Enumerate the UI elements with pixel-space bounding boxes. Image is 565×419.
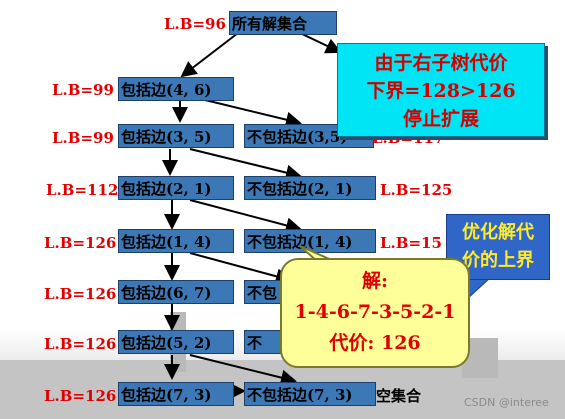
optimal-bound-callout: 优化解代 价的上界 [446,214,550,280]
level2-include-node: 包括边(3, 5) [118,124,234,148]
solution-cost: 代价: 126 [329,332,421,354]
level4-include-node: 包括边(1, 4) [118,229,234,253]
edge-root-right [299,32,342,54]
level2-exclude-node: 不包括边(3,5) [244,124,374,148]
level4-lower-bound: L.B=126 [44,234,117,252]
edge-l3-right [189,199,302,234]
level3-include-node: 包括边(2, 1) [118,176,234,200]
right-subtree-callout: 由于右子树代价 下界=128>126 停止扩展 [337,43,545,137]
edge-l1-right [204,99,302,128]
callout-line: 由于右子树代价 [374,52,508,74]
watermark: CSDN @interee [464,396,549,409]
level7-exclude-node: 不包括边(7, 3) [244,382,376,406]
level3-lower-bound: L.B=112 [46,181,119,199]
level6-lower-bound: L.B=126 [44,335,117,353]
root-lower-bound: L.B=96 [164,15,226,33]
solution-callout: 解: 1-4-6-7-3-5-2-1 代价: 126 [280,258,470,368]
level3-exclude-node: 不包括边(2, 1) [244,176,376,200]
edge-l2-right [189,148,302,181]
callout-line: 价的上界 [462,250,534,271]
level5-include-node: 包括边(6, 7) [118,280,234,304]
level7-lower-bound: L.B=126 [44,387,117,405]
level6-include-node: 包括边(5, 2) [118,330,234,354]
callout-line: 下界=128>126 [366,80,516,102]
edge-l6-right [189,354,297,386]
level7-include-node: 包括边(7, 3) [118,382,234,406]
solution-title: 解: [361,270,388,292]
solution-path: 1-4-6-7-3-5-2-1 [294,301,456,323]
root-node: 所有解集合 [229,11,337,35]
level1-lower-bound: L.B=99 [52,81,114,99]
callout-line: 优化解代 [462,222,534,243]
level4-exclude-node: 不包括边(1, 4) [244,229,376,253]
level3-exclude-lower-bound: L.B=125 [380,181,453,199]
callout-line: 停止扩展 [402,108,479,130]
level2-lower-bound: L.B=99 [52,129,114,147]
level7-exclude-result: 空集合 [376,387,422,405]
edge-l4-right [189,252,292,285]
level1-include-node: 包括边(4, 6) [118,77,234,101]
level4-exclude-lower-bound: L.B=15 [380,234,442,252]
edge-root-left [180,32,239,78]
level5-lower-bound: L.B=126 [44,285,117,303]
